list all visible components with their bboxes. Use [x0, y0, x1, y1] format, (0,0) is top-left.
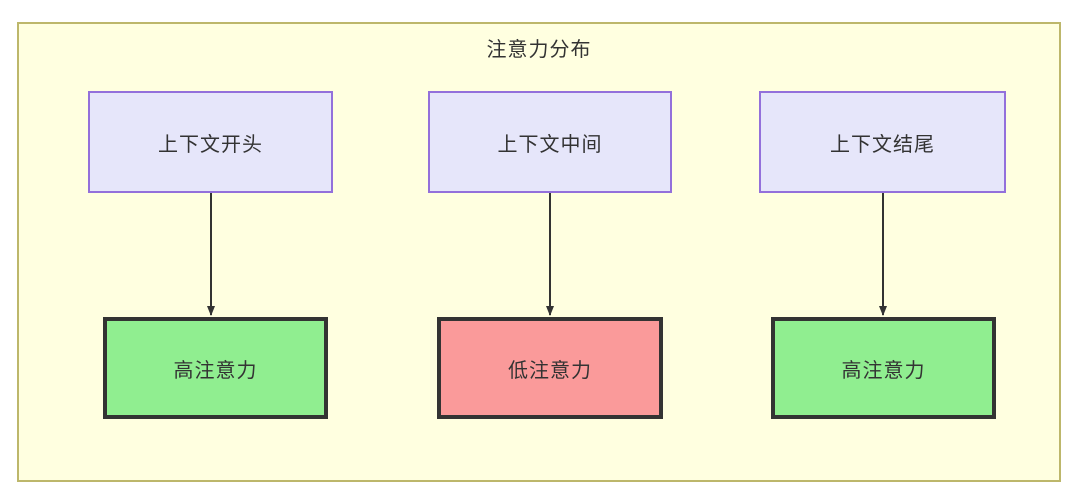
node-context-middle[interactable]: 上下文中间: [428, 91, 672, 193]
node-context-start[interactable]: 上下文开头: [88, 91, 333, 193]
node-attention-start[interactable]: 高注意力: [103, 317, 328, 419]
node-attention-middle[interactable]: 低注意力: [437, 317, 663, 419]
subgraph-title: 注意力分布: [486, 39, 592, 61]
node-context-end[interactable]: 上下文结尾: [759, 91, 1006, 193]
node-attention-end[interactable]: 高注意力: [771, 317, 996, 419]
